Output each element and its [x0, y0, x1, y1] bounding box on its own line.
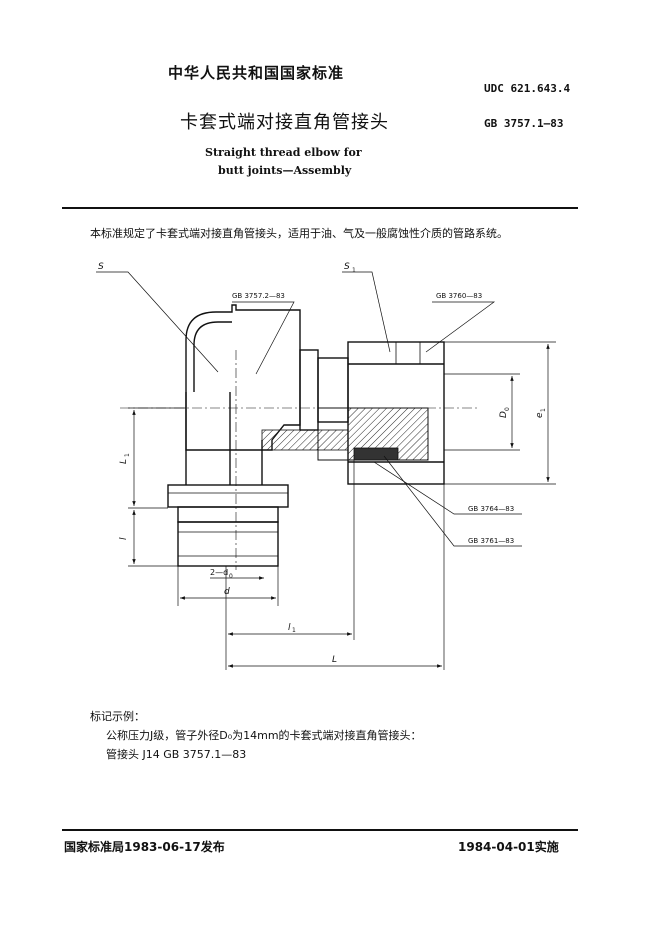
- assembly-drawing: S S 1 GB 3757.2—83 GB 3760—83 GB 3764—83…: [96, 262, 556, 670]
- issue-date: 国家标准局1983-06-17发布: [64, 840, 225, 854]
- label-L: L: [332, 655, 337, 665]
- label-gb-ring: GB 3761—83: [468, 537, 514, 545]
- standard-title-cn: 卡套式端对接直角管接头: [180, 112, 389, 133]
- gb-number: GB 3757.1—83: [484, 117, 564, 130]
- leader-s1: [342, 271, 391, 353]
- udc-code: UDC 621.643.4: [484, 82, 571, 95]
- label-s: S: [98, 262, 104, 272]
- intro-text: 本标准规定了卡套式端对接直角管接头，适用于油、气及一般腐蚀性介质的管路系统。: [90, 227, 508, 240]
- label-e1-sub: 1: [540, 408, 547, 412]
- arm-shoulder: [317, 357, 349, 423]
- label-l1-left: L: [119, 459, 129, 464]
- standard-title-en-line1: Straight thread elbow for: [205, 146, 362, 159]
- effective-date: 1984-04-01实施: [458, 840, 559, 854]
- marking-example-title: 标记示例：: [90, 710, 145, 723]
- leader-gb-ferrule: [373, 461, 522, 515]
- elbow-bend-line: [193, 321, 232, 392]
- section-hatch-ring: [353, 447, 399, 461]
- marking-example-line1: 公称压力J级，管子外径D₀为14mm的卡套式端对接直角管接头：: [106, 729, 422, 742]
- body-thread-stub: [177, 506, 279, 523]
- elbow-body-outline: [185, 304, 301, 451]
- header-rule: [62, 207, 578, 209]
- label-2d0-sub: 0: [229, 573, 233, 580]
- footer-rule: [62, 829, 578, 831]
- label-d: d: [224, 587, 230, 597]
- label-s1: S: [344, 262, 350, 272]
- section-hatch-body: [261, 429, 349, 451]
- label-d0: D: [499, 411, 509, 418]
- leader-s: [96, 271, 219, 373]
- marking-example-line2: 管接头 J14 GB 3757.1—83: [106, 748, 247, 761]
- label-l-small: l: [119, 537, 129, 540]
- body-hex-flange: [167, 484, 289, 508]
- leader-gb-nut: [425, 301, 496, 353]
- label-d0-sub: 0: [504, 407, 511, 411]
- standard-title-en-line2: butt joints—Assembly: [218, 164, 352, 177]
- label-l1-bottom: l: [288, 623, 291, 633]
- label-s1-sub: 1: [352, 267, 356, 274]
- label-gb-ferrule: GB 3764—83: [468, 505, 514, 513]
- leader-gb-body: [232, 301, 295, 375]
- leader-gb-ring: [383, 455, 522, 547]
- arm-collar: [299, 349, 319, 431]
- label-e1: e: [535, 412, 545, 418]
- label-l1-left-sub: 1: [124, 453, 131, 457]
- label-2d0: 2—d: [210, 568, 228, 577]
- label-l1-bottom-sub: 1: [292, 627, 296, 634]
- body-bottom-thread: [177, 521, 279, 567]
- label-gb-body: GB 3757.2—83: [232, 292, 285, 300]
- national-standard-heading: 中华人民共和国国家标准: [168, 64, 345, 82]
- label-gb-nut: GB 3760—83: [436, 292, 482, 300]
